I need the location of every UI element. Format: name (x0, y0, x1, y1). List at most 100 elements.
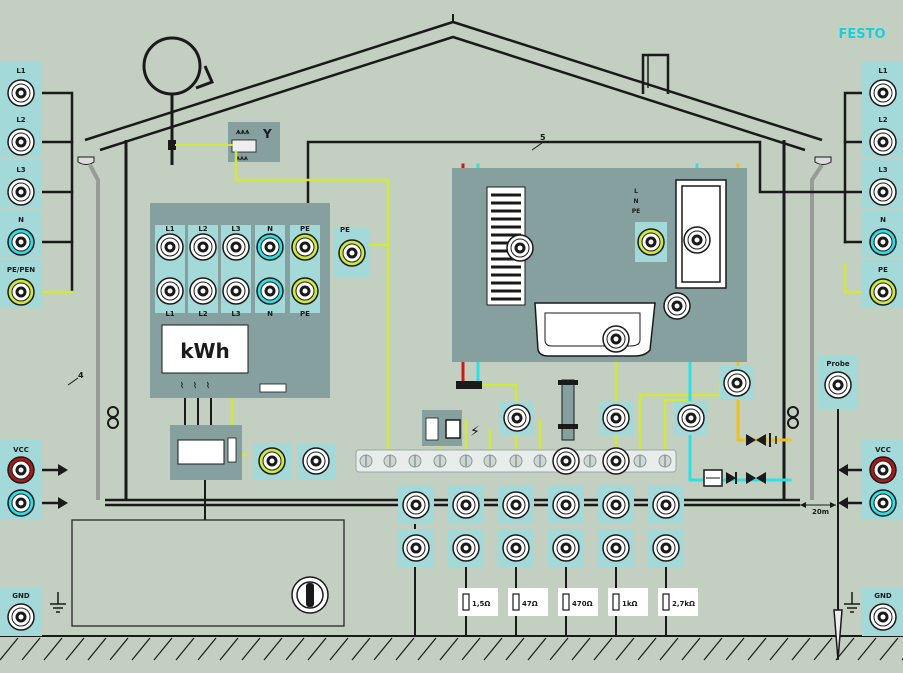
left-socket-l2[interactable] (7, 128, 35, 156)
heating-pipe-socket[interactable] (500, 401, 534, 435)
left-socket-label: L1 (16, 67, 25, 75)
meter-top-label: L1 (165, 225, 174, 233)
resistor-2: 47Ω (508, 588, 548, 616)
right-vcc-label: VCC (875, 446, 891, 454)
rcd-device: ⚡ (422, 410, 480, 446)
signal-arrows (58, 464, 848, 509)
left-vcc-return-socket[interactable] (7, 489, 35, 517)
meter-top-label: PE (300, 225, 310, 233)
probe-socket[interactable] (824, 371, 852, 399)
valve-icons (703, 433, 777, 487)
left-vcc-socket[interactable] (7, 456, 35, 484)
cable-mark: 5 (540, 133, 546, 142)
bar-socket-2[interactable] (602, 447, 630, 475)
left-socket-n[interactable] (7, 228, 35, 256)
right-socket-pe[interactable] (869, 278, 897, 306)
boiler-pe-socket[interactable] (635, 222, 667, 262)
left-socket-label: L2 (16, 116, 25, 124)
meter-pe-label: PE (340, 226, 350, 234)
right-socket-l3[interactable] (869, 178, 897, 206)
cable-mark: 4 (78, 371, 84, 380)
meter-bottom-socket-l2[interactable] (188, 269, 218, 313)
resistor-top-socket-4[interactable] (548, 486, 584, 524)
meter-top-socket-l3[interactable] (221, 225, 251, 269)
probe-label: Probe (826, 360, 849, 368)
right-socket-label: PE (878, 266, 888, 274)
left-socket-label: N (18, 216, 24, 224)
right-socket-n[interactable] (869, 228, 897, 256)
meter-bottom-label: PE (300, 310, 310, 318)
bathtub-socket[interactable] (602, 325, 630, 353)
resistor-bottom-socket-6[interactable] (648, 529, 684, 567)
meter-bottom-label: N (267, 310, 273, 318)
resistor-bottom-socket-3[interactable] (498, 529, 534, 567)
meter-bottom-socket-l1[interactable] (155, 269, 185, 313)
resistor-4: 1kΩ (608, 588, 648, 616)
meter-top-socket-pe[interactable] (290, 225, 320, 269)
boiler-terminal-label: N (633, 198, 638, 205)
left-socket-pe-pen[interactable] (7, 278, 35, 306)
right-socket-l2[interactable] (869, 128, 897, 156)
bar-socket-1[interactable] (552, 447, 580, 475)
svg-text:Y: Y (262, 127, 272, 141)
junction-box (170, 425, 242, 480)
resistor-bottom-socket-1[interactable] (398, 529, 434, 567)
resistor-top-socket-1[interactable] (398, 486, 434, 524)
right-socket-label: L2 (878, 116, 887, 124)
water-pipe-socket[interactable] (599, 401, 633, 435)
right-vcc-return-socket[interactable] (869, 489, 897, 517)
resistor-top-socket-6[interactable] (648, 486, 684, 524)
resistor-top-socket-5[interactable] (598, 486, 634, 524)
boiler-socket[interactable] (683, 226, 711, 254)
meter-bottom-socket-pe[interactable] (290, 269, 320, 313)
resistor-bottom-socket-2[interactable] (448, 529, 484, 567)
right-gnd-label: GND (874, 592, 892, 600)
svg-text:⌇: ⌇ (206, 381, 210, 390)
resistor-top-socket-3[interactable] (498, 486, 534, 524)
resistor-bottom-socket-4[interactable] (548, 529, 584, 567)
meter-pe-socket[interactable] (334, 228, 370, 278)
left-socket-label: L3 (16, 166, 25, 174)
brand-logo: FESTO (838, 27, 885, 42)
boiler-terminal-label: PE (632, 208, 641, 215)
meter-top-socket-l1[interactable] (155, 225, 185, 269)
resistor-3: 470Ω (558, 588, 598, 616)
cold-water-socket[interactable] (674, 401, 708, 435)
svg-text:⌇: ⌇ (193, 381, 197, 390)
radiator-socket[interactable] (506, 234, 534, 262)
right-socket-l1[interactable] (869, 79, 897, 107)
fuse-symbols: ⌇⌇⌇ (180, 381, 210, 390)
meter-top-socket-l2[interactable] (188, 225, 218, 269)
right-gnd-socket[interactable] (869, 603, 897, 631)
resistor-value: 47Ω (522, 600, 538, 608)
meter-top-socket-n[interactable] (255, 225, 285, 269)
equipotential-bar (355, 449, 677, 473)
right-vcc-socket[interactable] (869, 456, 897, 484)
resistor-top-socket-2[interactable] (448, 486, 484, 524)
gas-pipe-socket[interactable] (720, 366, 754, 400)
meter-bottom-socket-l3[interactable] (221, 269, 251, 313)
drain-socket[interactable] (663, 292, 691, 320)
meter-label: kWh (180, 339, 230, 363)
left-socket-l1[interactable] (7, 79, 35, 107)
junction-pe-socket[interactable] (253, 443, 291, 479)
meter-top-label: L3 (231, 225, 240, 233)
meter-top-label: L2 (198, 225, 207, 233)
satellite-dish (142, 36, 215, 165)
resistor-value: 1,5Ω (472, 600, 490, 608)
meter-bottom-label: L2 (198, 310, 207, 318)
left-socket-label: PE/PEN (7, 266, 35, 274)
svg-text:⩚⩚⩚: ⩚⩚⩚ (235, 127, 250, 136)
resistor-bottom-socket-5[interactable] (598, 529, 634, 567)
left-socket-l3[interactable] (7, 178, 35, 206)
left-gnd-socket[interactable] (7, 603, 35, 631)
meter-bottom-label: L1 (165, 310, 174, 318)
boiler-terminal-label: L (634, 188, 638, 195)
distance-label: 20m (812, 508, 829, 516)
meter-bottom-socket-n[interactable] (255, 269, 285, 313)
water-pipe (456, 379, 578, 441)
junction-socket[interactable] (297, 443, 335, 479)
coil-icons (107, 406, 799, 429)
